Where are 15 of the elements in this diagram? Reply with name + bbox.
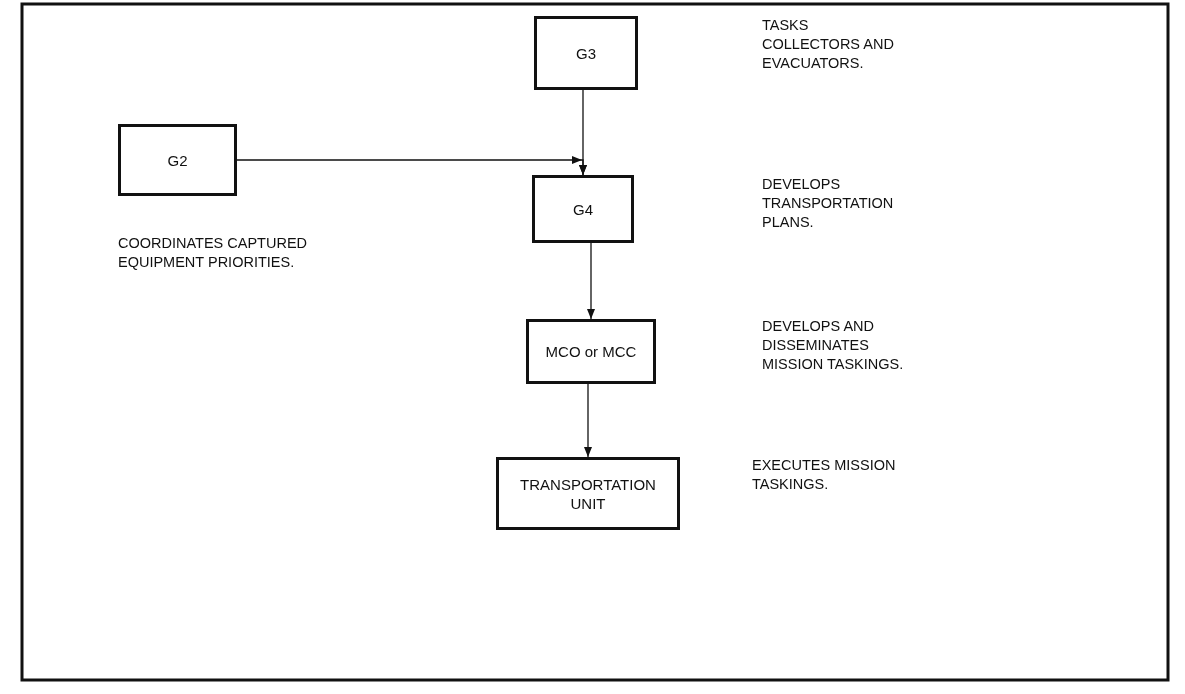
process-box [496, 457, 680, 530]
process-box [526, 319, 656, 384]
box-label: TRANSPORTATION UNIT [519, 474, 657, 513]
box-label: G4 [572, 199, 594, 219]
process-box [532, 175, 634, 243]
description-text: DEVELOPS TRANSPORTATION PLANS. [762, 175, 895, 232]
process-box [534, 16, 638, 90]
description-text: COORDINATES CAPTURED EQUIPMENT PRIORITIES. [118, 234, 309, 272]
description-text: TASKS COLLECTORS AND EVACUATORS. [762, 16, 895, 73]
box-label: G3 [575, 43, 597, 63]
description-text: EXECUTES MISSION TASKINGS. [752, 456, 897, 494]
process-box [118, 124, 237, 196]
box-label: MCO or MCC [544, 342, 638, 361]
description-text: DEVELOPS AND DISSEMINATES MISSION TASKINGS. [762, 317, 905, 374]
box-label: G2 [166, 150, 189, 170]
